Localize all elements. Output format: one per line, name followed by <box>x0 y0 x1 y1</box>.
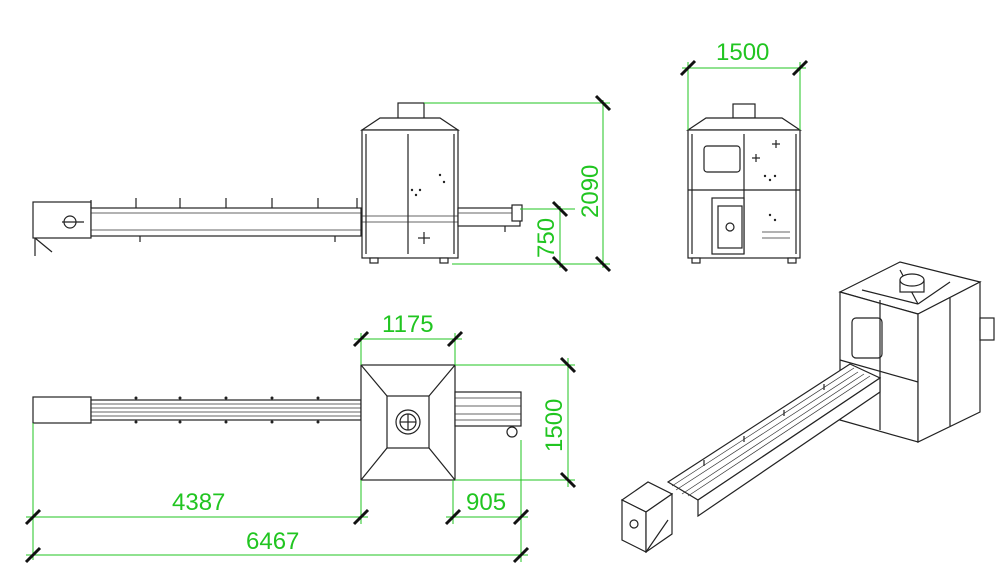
dim-top-box-width: 1175 <box>382 311 434 338</box>
dim-top-box-depth: 1500 <box>541 399 568 452</box>
top-dimensions: 1175 1500 4387 905 6467 <box>24 311 577 564</box>
side-dimensions: 1500 <box>679 39 809 130</box>
dim-side-width: 1500 <box>716 39 769 66</box>
dim-front-table-height: 750 <box>533 218 560 258</box>
dim-front-total-height: 2090 <box>577 165 604 218</box>
front-view <box>32 102 523 264</box>
top-view <box>32 364 522 481</box>
dim-top-outfeed-length: 905 <box>466 489 506 516</box>
dim-top-conveyor-length: 4387 <box>172 489 225 516</box>
isometric-view <box>620 261 995 554</box>
front-dimensions: 2090 750 <box>424 94 612 273</box>
exhaust-fan-icon <box>395 409 421 435</box>
side-view <box>686 103 802 264</box>
fan-icon <box>62 215 84 229</box>
dim-top-total-length: 6467 <box>246 528 299 555</box>
